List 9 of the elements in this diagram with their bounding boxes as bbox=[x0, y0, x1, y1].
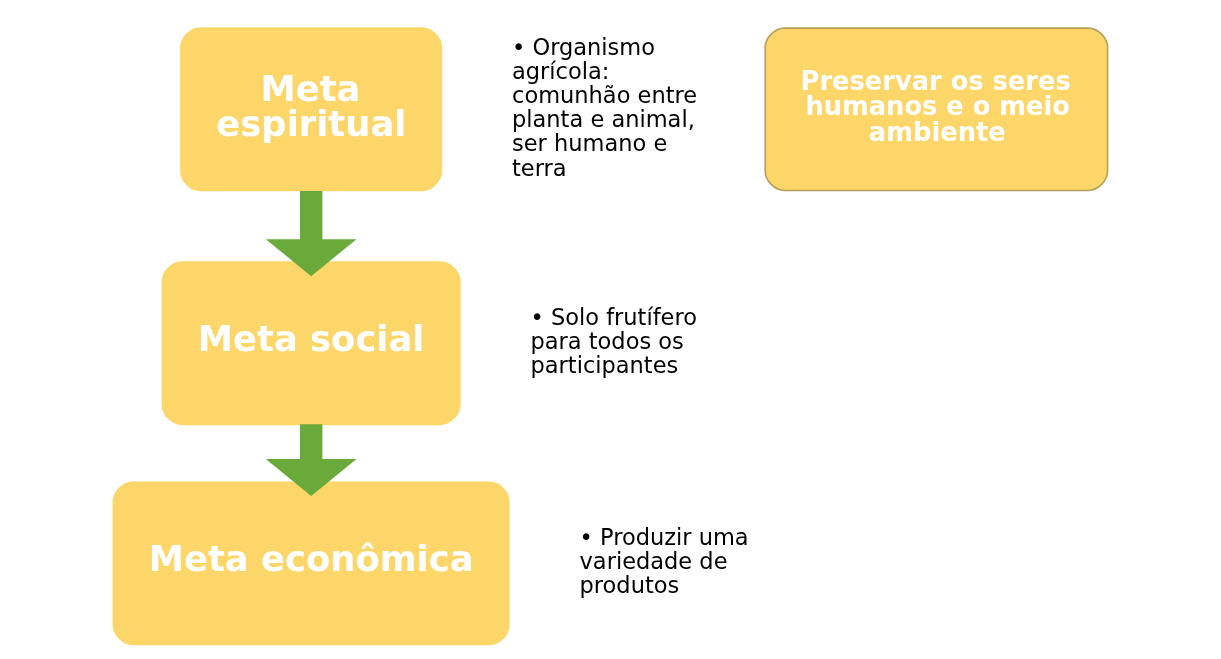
node-box: Meta econômica bbox=[112, 481, 510, 646]
node-box: Meta espiritual bbox=[180, 27, 443, 192]
node-label: • Produzir uma variedade de produtos bbox=[579, 524, 749, 599]
node-box: Preservar os seres humanos e o meio ambiente bbox=[764, 27, 1109, 192]
node-label: • Organismo agrícola: comunhão entre planta e animal, ser humano e terra bbox=[512, 33, 698, 181]
node-box: Meta social bbox=[161, 261, 461, 426]
node-label: • Solo frutífero para todos os participantes bbox=[530, 304, 697, 379]
arrow bbox=[265, 190, 357, 277]
arrow bbox=[265, 424, 357, 496]
